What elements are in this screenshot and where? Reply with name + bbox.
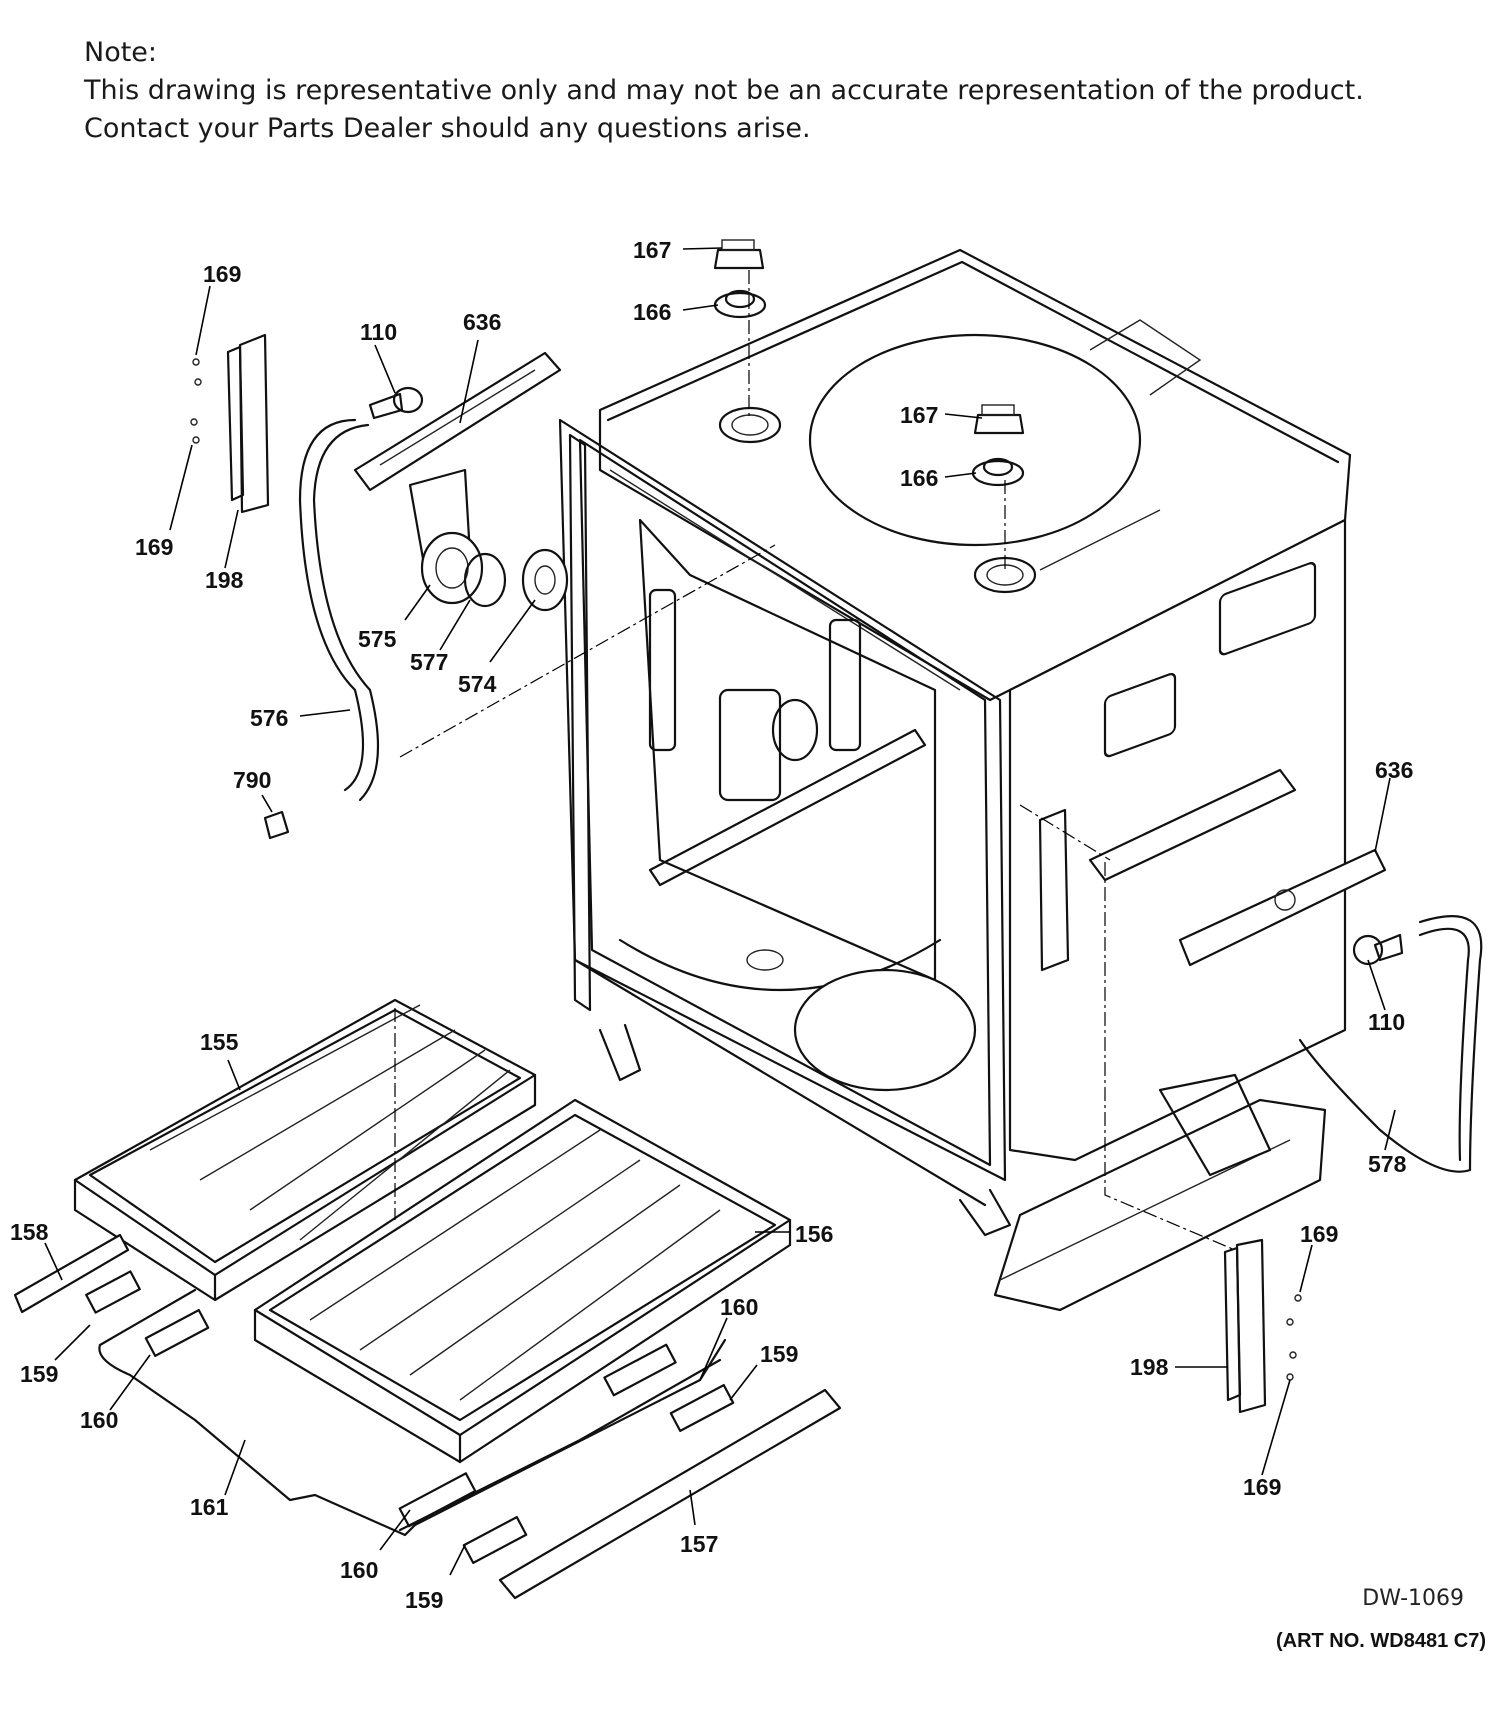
spray-arm-hub-upper bbox=[713, 239, 767, 319]
note-line-1: This drawing is representative only and … bbox=[84, 75, 1364, 106]
lower-rack bbox=[253, 1098, 792, 1464]
callout-167-mid: 167 bbox=[900, 402, 938, 428]
callout-158: 158 bbox=[10, 1219, 49, 1245]
art-number: (ART NO. WD8481 C7) bbox=[1275, 1630, 1486, 1652]
callout-578: 578 bbox=[1368, 1151, 1407, 1177]
rail-stop-right bbox=[669, 1383, 735, 1433]
callout-169-bottom-left: 169 bbox=[135, 534, 173, 560]
callout-577: 577 bbox=[410, 649, 448, 675]
callout-110-upper: 110 bbox=[360, 319, 397, 345]
hose-fitting-upper bbox=[368, 386, 424, 420]
callout-169-top-left: 169 bbox=[203, 261, 241, 287]
callout-167-top: 167 bbox=[633, 237, 671, 263]
callout-575: 575 bbox=[358, 626, 397, 652]
gasket-ring bbox=[463, 552, 507, 608]
note-line-2: Contact your Parts Dealer should any que… bbox=[84, 113, 811, 144]
callout-110-lower: 110 bbox=[1368, 1009, 1405, 1035]
drain-hose-right bbox=[1298, 915, 1483, 1173]
callout-155: 155 bbox=[200, 1029, 239, 1055]
rail-clip-right bbox=[603, 1343, 677, 1397]
callout-159-right: 159 bbox=[760, 1341, 798, 1367]
drawing-number: DW-1069 bbox=[1362, 1586, 1464, 1611]
callout-636-upper: 636 bbox=[463, 309, 501, 335]
upper-rack bbox=[73, 998, 537, 1302]
callout-159-bottom: 159 bbox=[405, 1587, 443, 1613]
callout-159-left: 159 bbox=[20, 1361, 58, 1387]
callout-576: 576 bbox=[250, 705, 288, 731]
rack-rail-right bbox=[498, 1388, 842, 1600]
callout-574: 574 bbox=[458, 671, 497, 697]
disclaimer-note: Note: This drawing is representative onl… bbox=[84, 34, 1364, 148]
callout-790: 790 bbox=[233, 767, 271, 793]
callout-166-top: 166 bbox=[633, 299, 671, 325]
callout-169-top-right: 169 bbox=[1300, 1221, 1338, 1247]
callout-160-left: 160 bbox=[80, 1407, 118, 1433]
vent-cap bbox=[521, 548, 569, 612]
rail-clip-left bbox=[144, 1308, 210, 1358]
callout-161: 161 bbox=[190, 1494, 229, 1520]
callout-160-bottom: 160 bbox=[340, 1557, 378, 1583]
callout-198-right: 198 bbox=[1130, 1354, 1169, 1380]
hose-clamp bbox=[263, 810, 290, 840]
hose-fitting-lower bbox=[1352, 933, 1404, 966]
note-heading: Note: bbox=[84, 37, 158, 68]
callout-166-mid: 166 bbox=[900, 465, 938, 491]
callout-198-left: 198 bbox=[205, 567, 244, 593]
callout-160-right: 160 bbox=[720, 1294, 758, 1320]
side-bracket-left bbox=[190, 333, 270, 514]
vent-panel-upper bbox=[353, 351, 562, 492]
rail-stop-left bbox=[85, 1270, 141, 1314]
rail-stop-front bbox=[462, 1515, 528, 1565]
callout-169-bottom-right: 169 bbox=[1243, 1474, 1281, 1500]
callout-636-lower: 636 bbox=[1375, 757, 1413, 783]
tub-assembly bbox=[558, 248, 1352, 1312]
rack-rail-left bbox=[13, 1233, 130, 1314]
spray-arm-hub-lower bbox=[971, 404, 1025, 487]
rack-track-wire bbox=[98, 1288, 727, 1537]
leader-lines bbox=[44, 247, 1396, 1576]
side-bracket-right bbox=[1223, 1238, 1302, 1414]
drain-hose-left bbox=[298, 418, 365, 792]
vent-panel-lower bbox=[1178, 848, 1387, 967]
fill-funnel bbox=[408, 468, 484, 605]
callout-156: 156 bbox=[795, 1221, 833, 1247]
callout-157: 157 bbox=[680, 1531, 718, 1557]
